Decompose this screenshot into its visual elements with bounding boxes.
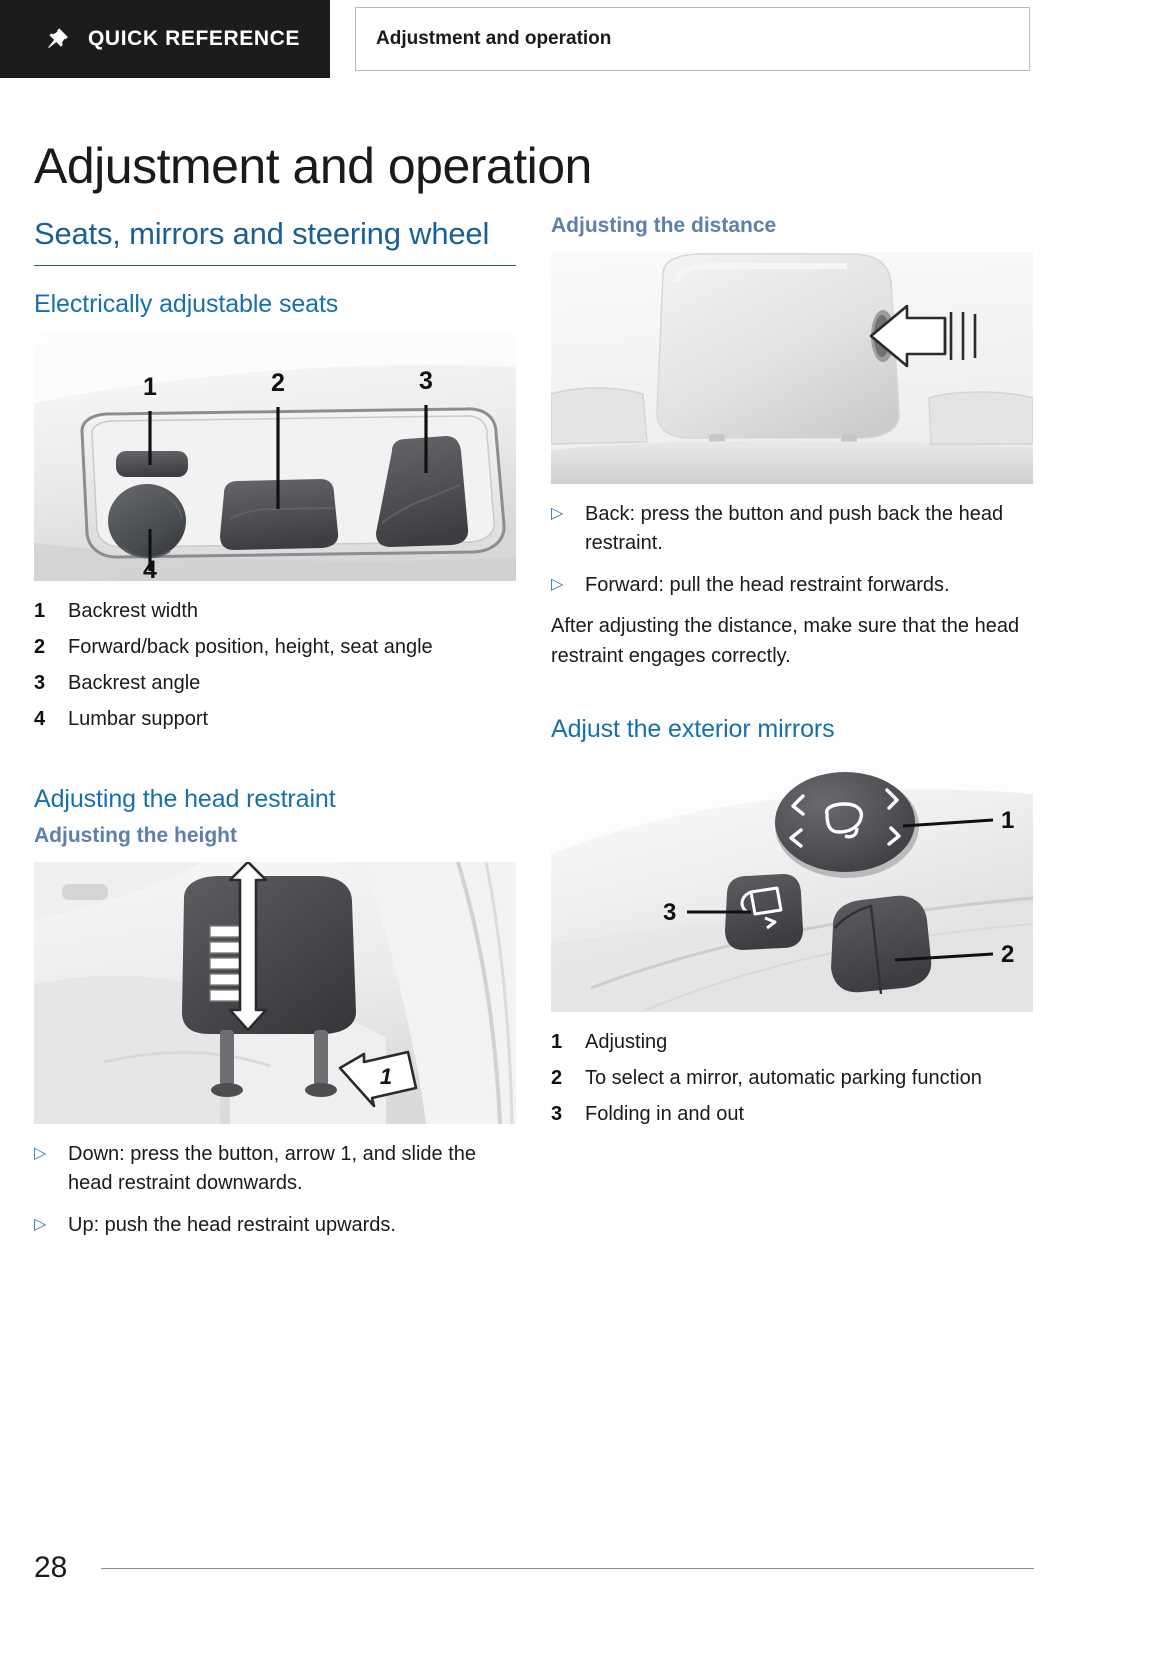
legend-number: 3: [551, 1102, 563, 1125]
figure-callout-1: 1: [143, 373, 157, 401]
legend-text: To select a mirror, automatic parking fu…: [585, 1066, 982, 1089]
quick-reference-tab[interactable]: QUICK REFERENCE: [0, 0, 330, 78]
figure-callout-2: 2: [271, 369, 285, 397]
triangle-bullet-icon: ▷: [551, 505, 564, 522]
list-item: 1 Adjusting: [551, 1028, 1033, 1057]
legend-text: Folding in and out: [585, 1102, 745, 1125]
legend-text: Backrest width: [68, 599, 199, 622]
list-item: ▷ Down: press the button, arrow 1, and s…: [34, 1140, 516, 1199]
subheading-adjusting-the-height: Adjusting the height: [34, 823, 237, 847]
seat-controls-legend: 1 Backrest width 2 Forward/back position…: [34, 597, 516, 734]
figure-callout-3: 3: [419, 367, 433, 395]
footer-divider: [101, 1567, 1034, 1569]
list-item: 2 Forward/back position, height, seat an…: [34, 633, 516, 662]
figure-callout-1: 1: [380, 1064, 392, 1089]
bullet-text: Down: press the button, arrow 1, and sli…: [68, 1142, 477, 1195]
figure-callout-1: 1: [1001, 807, 1014, 834]
head-restraint-height-bullets: ▷ Down: press the button, arrow 1, and s…: [34, 1140, 516, 1240]
list-item: 1 Backrest width: [34, 597, 516, 626]
triangle-bullet-icon: ▷: [34, 1215, 47, 1233]
bullet-text: Back: press the button and push back the…: [585, 503, 1004, 555]
figure-head-restraint-distance: [551, 252, 1033, 484]
legend-number: 2: [551, 1066, 563, 1089]
triangle-bullet-icon: ▷: [34, 1144, 47, 1162]
figure-exterior-mirror-controls: 1 2 3: [551, 757, 1033, 1012]
subsection-heading-electrically-adjustable-seats: Electrically adjustable seats: [34, 289, 339, 318]
list-item: ▷ Up: push the head restraint upwards.: [34, 1211, 516, 1240]
pushpin-icon: [48, 28, 68, 48]
head-restraint-distance-note: After adjusting the distance, make sure …: [551, 615, 1020, 667]
legend-text: Lumbar support: [68, 707, 209, 730]
section-heading-seats-mirrors-steering-wheel: Seats, mirrors and steering wheel: [34, 216, 490, 251]
legend-number: 4: [34, 707, 46, 730]
figure-callout-3: 3: [663, 899, 676, 926]
list-item: 4 Lumbar support: [34, 705, 516, 734]
page-footer: 28: [34, 1551, 1034, 1585]
subsection-heading-adjust-the-exterior-mirrors: Adjust the exterior mirrors: [551, 714, 835, 743]
list-item: 3 Backrest angle: [34, 669, 516, 698]
head-restraint-height-illustration: 1: [34, 861, 516, 1124]
left-column: Seats, mirrors and steering wheel Electr…: [34, 214, 516, 1252]
exterior-mirror-legend: 1 Adjusting 2 To select a mirror, automa…: [551, 1028, 1033, 1129]
figure-callout-4: 4: [143, 556, 157, 581]
breadcrumb: Adjustment and operation: [355, 7, 1030, 71]
list-item: 3 Folding in and out: [551, 1100, 1033, 1129]
section-divider: [34, 264, 516, 266]
list-item: ▷ Forward: pull the head restraint forwa…: [551, 571, 1033, 600]
legend-number: 1: [551, 1030, 563, 1053]
breadcrumb-label: Adjustment and operation: [376, 28, 612, 49]
head-restraint-distance-illustration: [551, 252, 1033, 484]
list-item: 2 To select a mirror, automatic parking …: [551, 1064, 1033, 1093]
page-header: QUICK REFERENCE Adjustment and operation: [0, 0, 1165, 78]
triangle-bullet-icon: ▷: [551, 575, 564, 593]
figure-seat-control-buttons: 1 2 3 4: [34, 332, 516, 581]
bullet-text: Up: push the head restraint upwards.: [68, 1213, 396, 1236]
bullet-text: Forward: pull the head restraint forward…: [585, 573, 950, 596]
page-title: Adjustment and operation: [34, 137, 592, 194]
head-restraint-distance-bullets: ▷ Back: press the button and push back t…: [551, 500, 1033, 600]
legend-text: Adjusting: [585, 1030, 668, 1053]
quick-reference-label: QUICK REFERENCE: [88, 27, 301, 50]
spacer: [551, 671, 1033, 715]
list-item: ▷ Back: press the button and push back t…: [551, 500, 1033, 559]
legend-text: Forward/back position, height, seat angl…: [68, 635, 433, 658]
legend-text: Backrest angle: [68, 671, 201, 694]
exterior-mirror-controls-illustration: 1 2 3: [551, 757, 1033, 1012]
subheading-adjusting-the-distance: Adjusting the distance: [551, 214, 777, 237]
right-column: Adjusting the distance: [551, 214, 1033, 1136]
legend-number: 2: [34, 635, 46, 658]
subsection-heading-adjusting-the-head-restraint: Adjusting the head restraint: [34, 784, 336, 813]
legend-number: 1: [34, 599, 46, 622]
figure-head-restraint-height: 1: [34, 861, 516, 1124]
page-number: 28: [34, 1551, 68, 1584]
spacer: [34, 741, 516, 785]
legend-number: 3: [34, 671, 46, 694]
seat-control-buttons-illustration: 1 2 3 4: [34, 332, 516, 581]
figure-callout-2: 2: [1001, 941, 1014, 968]
